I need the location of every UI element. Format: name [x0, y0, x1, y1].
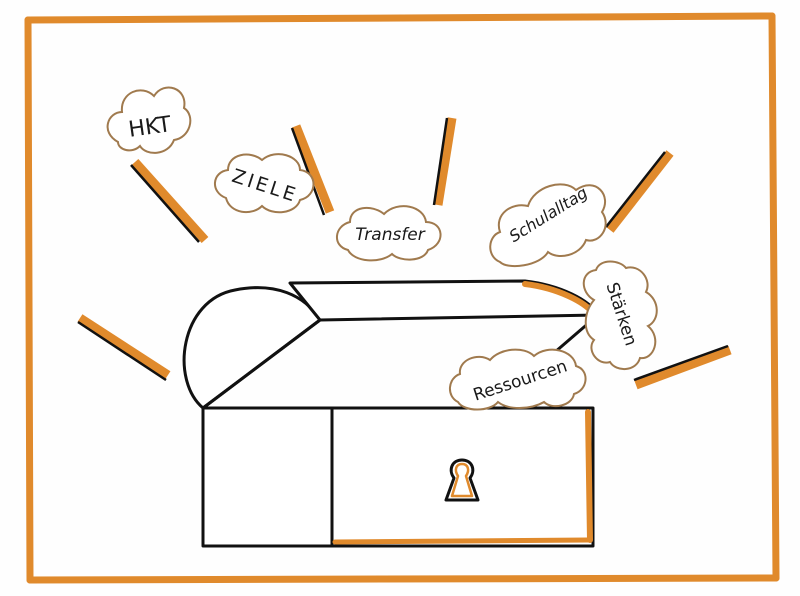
treasure-chest — [182, 279, 600, 548]
ray-hkt — [130, 158, 209, 244]
cloud-ziele — [214, 153, 315, 214]
label-transfer: Transfer — [355, 225, 426, 245]
chest-box-highlight-bottom — [332, 537, 591, 545]
label-hkt: HKT — [127, 112, 173, 143]
ray-left — [77, 314, 171, 382]
cloud-staerken — [582, 260, 658, 370]
ray-right — [633, 344, 732, 390]
chest-lid-front — [201, 318, 322, 410]
orange-frame — [24, 12, 780, 584]
ray-transfer — [432, 117, 457, 206]
chest-box — [201, 406, 595, 548]
keyhole-inner — [450, 462, 474, 498]
rays — [77, 117, 732, 390]
cloud-ressourcen — [449, 348, 587, 411]
cloud-transfer — [336, 205, 442, 262]
cloud-hkt — [106, 86, 192, 154]
clouds — [106, 86, 658, 411]
ray-ziele — [290, 124, 335, 216]
cloud-schulalltag — [489, 183, 607, 268]
chest-box-highlight-right — [585, 409, 593, 543]
ray-schulalltag — [605, 150, 674, 233]
